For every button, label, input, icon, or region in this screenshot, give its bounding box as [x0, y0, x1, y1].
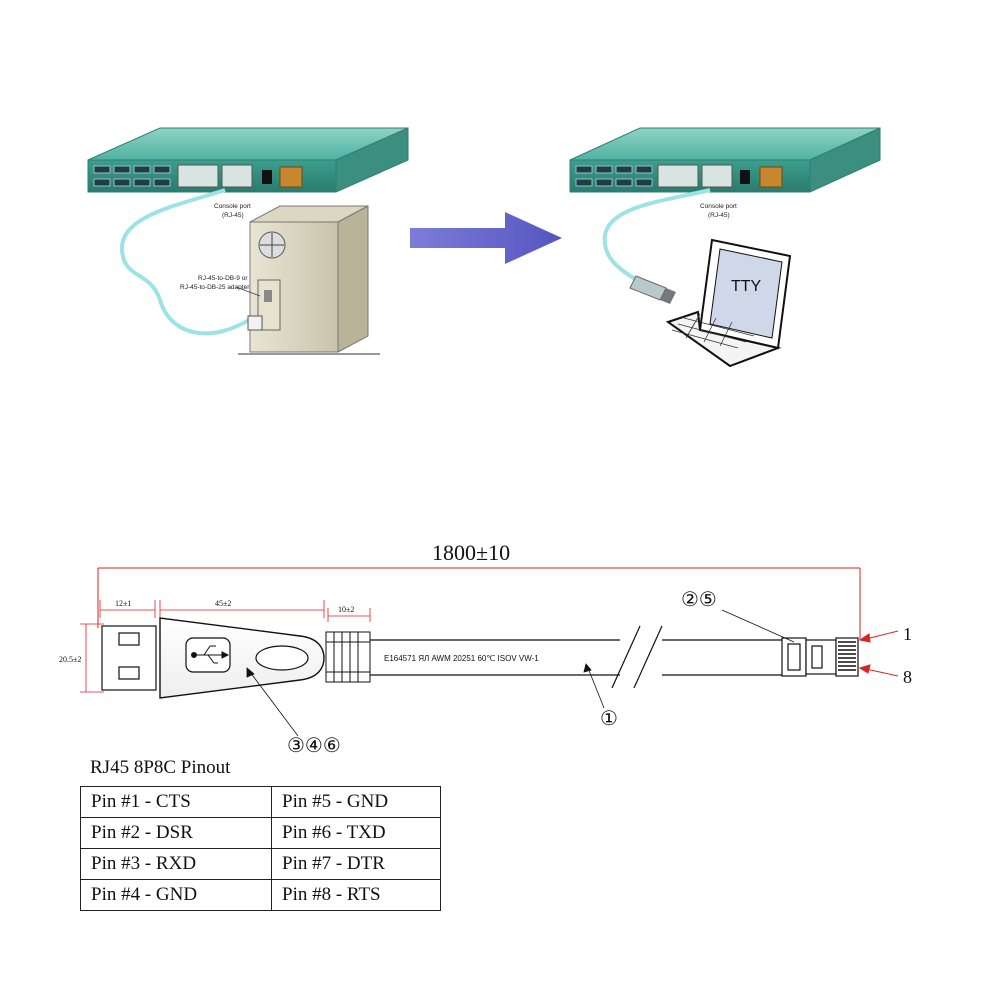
overall-length-label: 1800±10 [432, 540, 510, 565]
callout-housing: ③④⑥ [287, 733, 341, 757]
table-row: Pin #3 - RXD Pin #7 - DTR [80, 848, 441, 880]
pinout-cell: Pin #4 - GND [80, 879, 272, 911]
svg-text:(RJ-45): (RJ-45) [708, 212, 730, 219]
right-console-port-label: Console port (RJ-45) [700, 203, 737, 219]
callout-rj45: ②⑤ [681, 587, 717, 611]
svg-text:RJ-45-to-DB-25 adapter: RJ-45-to-DB-25 adapter [180, 284, 250, 291]
pinout-cell: Pin #7 - DTR [271, 848, 441, 880]
usb-a-plug-drawing [101, 625, 157, 691]
cable-marking: E164571 ЯЛ AWM 20251 60℃ ISOV VW-1 [384, 654, 539, 663]
rj45-pin-contacts [838, 641, 856, 671]
pinout-cell: Pin #6 - TXD [271, 817, 441, 849]
pinout-table: Pin #1 - CTS Pin #5 - GND Pin #2 - DSR P… [80, 786, 441, 911]
pinout-cell: Pin #3 - RXD [80, 848, 272, 880]
dim-strain-relief: 10±2 [338, 605, 354, 614]
svg-text:Console port: Console port [214, 203, 251, 210]
pin-arrows [858, 630, 899, 677]
left-router [87, 127, 409, 193]
usb-plug [629, 275, 676, 304]
pinout-cell: Pin #1 - CTS [80, 786, 272, 818]
right-router [569, 127, 881, 193]
pinout-title: RJ45 8P8C Pinout [90, 757, 231, 778]
overall-length-dimension [97, 567, 861, 640]
svg-text:Console port: Console port [700, 203, 737, 210]
transition-arrow [410, 212, 562, 264]
pin-8-label: 8 [903, 667, 912, 687]
table-row: Pin #4 - GND Pin #8 - RTS [80, 879, 441, 911]
left-console-port-label: Console port (RJ-45) [214, 203, 251, 219]
desktop-pc [238, 205, 380, 355]
left-console-cable [119, 188, 254, 336]
pinout-cell: Pin #2 - DSR [80, 817, 272, 849]
table-row: Pin #1 - CTS Pin #5 - GND [80, 786, 441, 818]
svg-text:(RJ-45): (RJ-45) [222, 212, 244, 219]
dim-height: 20.5±2 [59, 655, 81, 664]
usb-icon [191, 645, 230, 664]
callout-cable: ① [600, 706, 618, 730]
svg-text:RJ-45-to-DB-9 or: RJ-45-to-DB-9 or [198, 275, 248, 282]
dim-usb-plug: 12±1 [115, 599, 131, 608]
strain-relief-drawing [325, 631, 371, 683]
right-console-cable [602, 188, 711, 284]
dim-housing: 45±2 [215, 599, 231, 608]
pinout-cell: Pin #5 - GND [271, 786, 441, 818]
callout-leaders [246, 609, 795, 737]
pin-1-label: 1 [903, 624, 912, 644]
pinout-cell: Pin #8 - RTS [271, 879, 441, 911]
cable-body-drawing [370, 625, 782, 689]
housing-grip-oval [255, 645, 309, 671]
table-row: Pin #2 - DSR Pin #6 - TXD [80, 817, 441, 849]
adapter-label: RJ-45-to-DB-9 or RJ-45-to-DB-25 adapter [180, 275, 250, 291]
laptop [665, 238, 792, 368]
laptop-screen-text: TTY [731, 278, 762, 295]
